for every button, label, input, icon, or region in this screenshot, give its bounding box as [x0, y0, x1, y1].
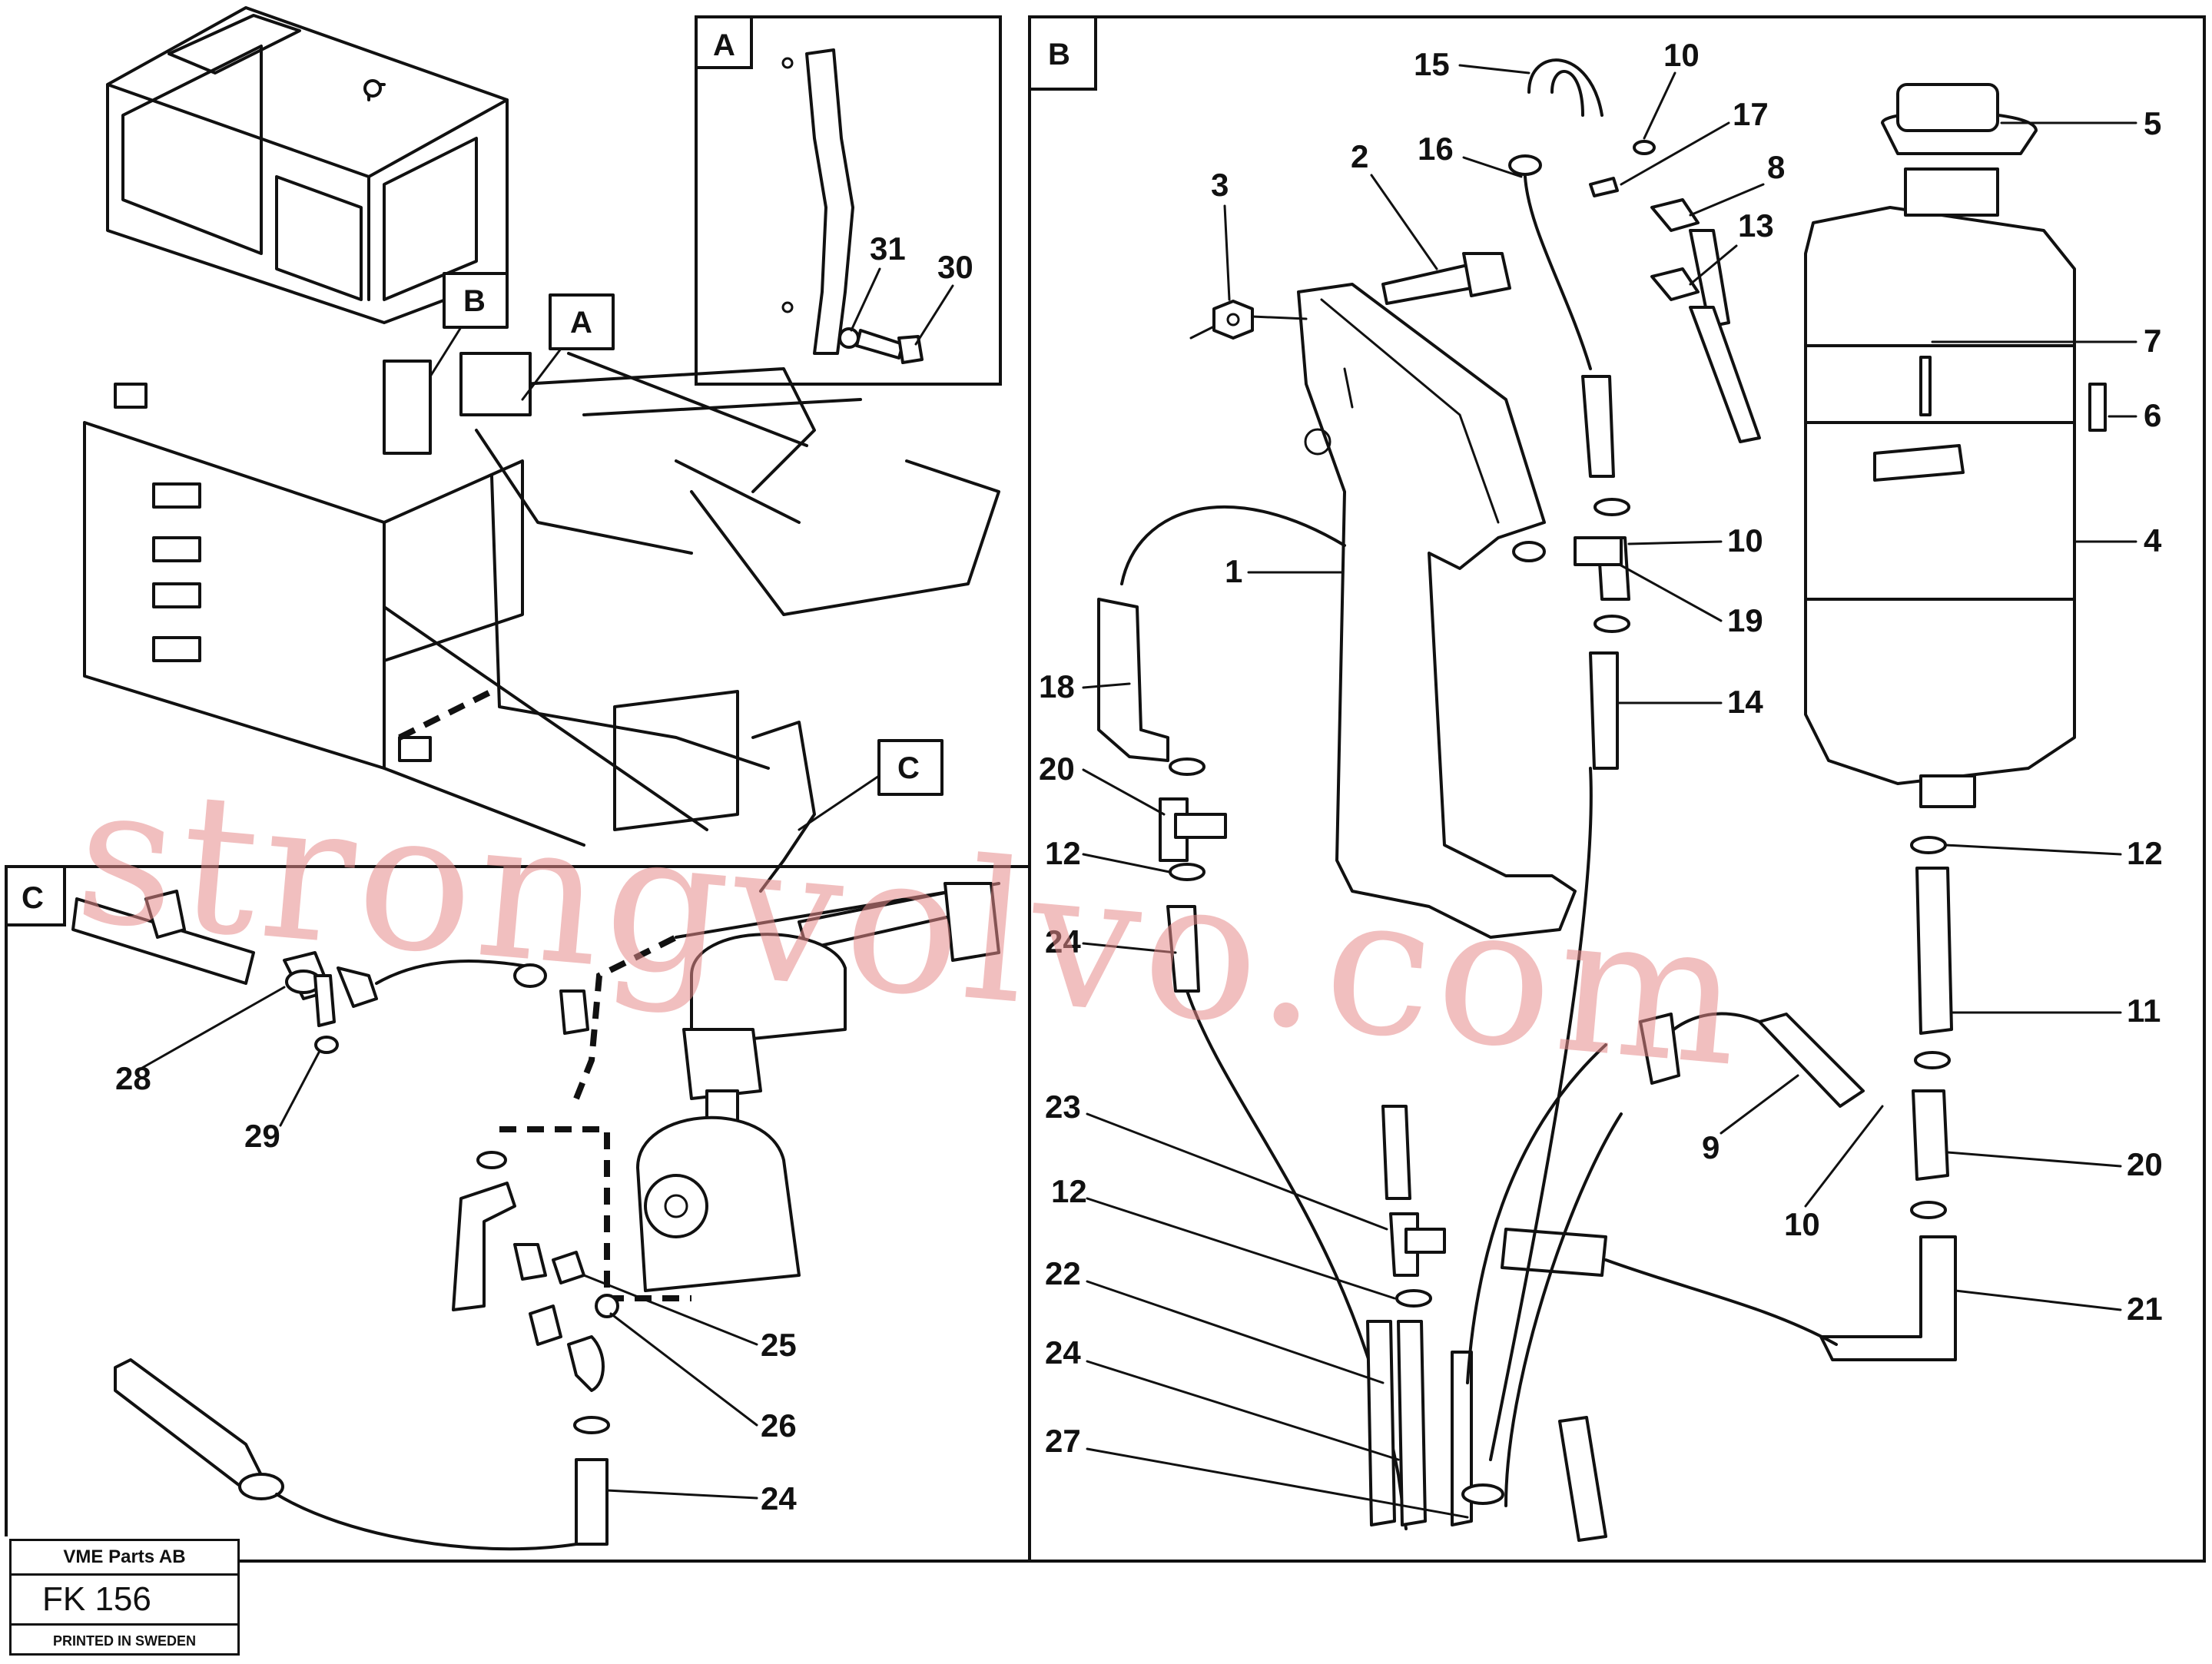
callout-26: 26 — [761, 1407, 797, 1444]
callout-14: 14 — [1727, 684, 1763, 720]
callout-24-b-upper: 24 — [1045, 923, 1081, 960]
callout-30: 30 — [937, 249, 973, 285]
callout-19: 19 — [1727, 602, 1763, 638]
overview-marker-a-box — [549, 293, 615, 350]
callout-10-low: 10 — [1784, 1206, 1820, 1242]
callout-20-right: 20 — [2127, 1146, 2163, 1182]
callout-10-top: 10 — [1663, 37, 1700, 73]
title-block-company: VME Parts AB — [12, 1541, 237, 1576]
callout-16: 16 — [1418, 131, 1454, 167]
callout-24-b-lower: 24 — [1045, 1334, 1081, 1371]
callout-12-right: 12 — [2127, 835, 2163, 871]
overview-marker-c-box — [877, 739, 943, 796]
callout-10-mid: 10 — [1727, 522, 1763, 559]
callout-13: 13 — [1738, 207, 1774, 244]
machine-overview — [83, 6, 1000, 893]
callout-27: 27 — [1045, 1423, 1081, 1459]
callout-23: 23 — [1045, 1089, 1081, 1125]
callout-18: 18 — [1039, 668, 1075, 704]
panel-c-tag — [5, 865, 66, 926]
watermark: strongvolvo.com — [68, 741, 1753, 1110]
panel-a-bracket — [781, 48, 924, 364]
panel-b-label: B — [1048, 38, 1070, 71]
callout-12-low: 12 — [1051, 1173, 1087, 1209]
panel-a-tag — [695, 15, 753, 69]
panel-b-tag — [1028, 15, 1097, 91]
callout-22: 22 — [1045, 1255, 1081, 1291]
callout-8: 8 — [1767, 149, 1785, 185]
callout-2: 2 — [1351, 138, 1368, 174]
title-block-drawing-number: FK 156 — [12, 1576, 237, 1626]
panel-a-label: A — [713, 28, 735, 62]
callout-9: 9 — [1702, 1129, 1720, 1165]
callout-5: 5 — [2144, 105, 2161, 141]
overview-marker-a: A — [570, 306, 592, 340]
title-block: VME Parts AB FK 156 PRINTED IN SWEDEN — [9, 1539, 240, 1656]
overview-marker-b: B — [463, 284, 486, 318]
callout-24-c: 24 — [761, 1480, 797, 1516]
callout-29: 29 — [244, 1118, 280, 1154]
panel-frames — [5, 15, 2206, 1563]
callout-11: 11 — [2127, 993, 2161, 1029]
callout-7: 7 — [2144, 323, 2161, 359]
callout-15: 15 — [1414, 46, 1450, 82]
title-block-printed: PRINTED IN SWEDEN — [52, 1633, 196, 1649]
callout-1: 1 — [1225, 553, 1242, 589]
overview-marker-b-box — [443, 272, 509, 329]
callout-4: 4 — [2144, 522, 2162, 559]
callout-17: 17 — [1733, 96, 1769, 132]
panel-c-parts — [71, 882, 1000, 1551]
callout-21: 21 — [2127, 1291, 2163, 1327]
callout-12-left: 12 — [1045, 835, 1081, 871]
callout-31: 31 — [870, 230, 906, 267]
panel-b-parts — [1097, 58, 2107, 1542]
callout-6: 6 — [2144, 397, 2161, 433]
panel-a-frame — [695, 15, 1002, 386]
callout-3: 3 — [1211, 167, 1229, 203]
panel-c-frame — [5, 865, 1031, 1563]
callout-20-left: 20 — [1039, 751, 1075, 787]
callout-25: 25 — [761, 1327, 797, 1363]
overview-marker-c: C — [897, 751, 920, 785]
panel-c-label: C — [22, 881, 44, 915]
